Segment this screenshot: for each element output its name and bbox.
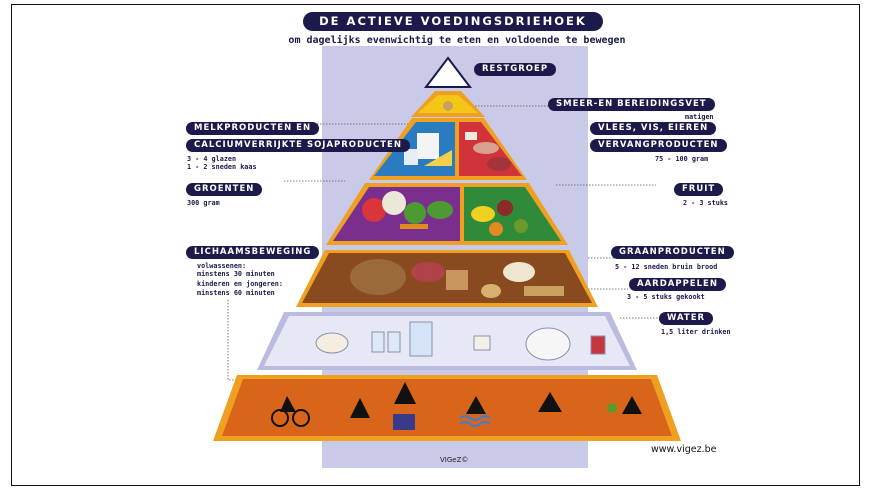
label-water: WATER xyxy=(659,312,714,325)
label-beweging: LICHAAMSBEWEGING xyxy=(186,246,320,259)
label-fruit: FRUIT xyxy=(674,183,724,196)
label-vlees-1: VLEES, VIS, EIEREN xyxy=(590,122,717,135)
label-smeer-sub: matigen xyxy=(685,113,714,121)
label-fruit-sub: 2 - 3 stuks xyxy=(683,199,729,207)
label-vlees-2: VERVANGPRODUCTEN xyxy=(590,139,727,152)
label-melk-2: CALCIUMVERRIJKTE SOJAPRODUCTEN xyxy=(186,139,410,152)
drinks xyxy=(315,321,606,361)
activity-figures xyxy=(271,382,642,430)
label-smeer: SMEER-EN BEREIDINGSVET xyxy=(548,98,715,111)
label-graan: GRAANPRODUCTEN xyxy=(611,246,734,259)
label-groenten: GROENTEN xyxy=(186,183,263,196)
label-water-sub: 1,5 liter drinken xyxy=(661,328,731,336)
grain-foods xyxy=(350,259,564,298)
label-melk-sub-1: 3 - 4 glazen xyxy=(187,155,237,163)
page-subtitle: om dagelijks evenwichtig te eten en vold… xyxy=(288,35,626,46)
image-frame xyxy=(11,4,860,486)
layer-movement xyxy=(222,379,672,436)
label-vlees-sub: 75 - 100 gram xyxy=(655,155,709,163)
label-aardappelen-sub: 3 - 5 stuks gekookt xyxy=(627,293,705,301)
label-beweging-sub-4: minstens 60 minuten xyxy=(197,289,275,297)
label-graan-sub: 5 - 12 sneden bruin brood xyxy=(615,263,718,271)
label-beweging-sub-3: kinderen en jongeren: xyxy=(197,280,283,288)
label-melk-1: MELKPRODUCTEN EN xyxy=(186,122,320,135)
page-title: DE ACTIEVE VOEDINGSDRIEHOEK xyxy=(303,12,603,31)
label-beweging-sub-2: minstens 30 minuten xyxy=(197,270,275,278)
layer-fruit xyxy=(464,187,561,241)
protein-foods xyxy=(404,132,511,171)
label-beweging-sub-1: volwassenen: xyxy=(197,262,247,270)
produce xyxy=(362,191,528,236)
label-melk-sub-2: 1 - 2 sneden kaas xyxy=(187,163,257,171)
oil-bottle xyxy=(443,101,453,111)
website-url: www.vigez.be xyxy=(651,444,717,455)
label-aardappelen: AARDAPPELEN xyxy=(629,278,726,291)
label-groenten-sub: 300 gram xyxy=(187,199,220,207)
restgroep-triangle xyxy=(423,56,473,88)
label-restgroep: RESTGROEP xyxy=(474,63,557,76)
credit-text: VIGeZ© xyxy=(440,456,469,464)
